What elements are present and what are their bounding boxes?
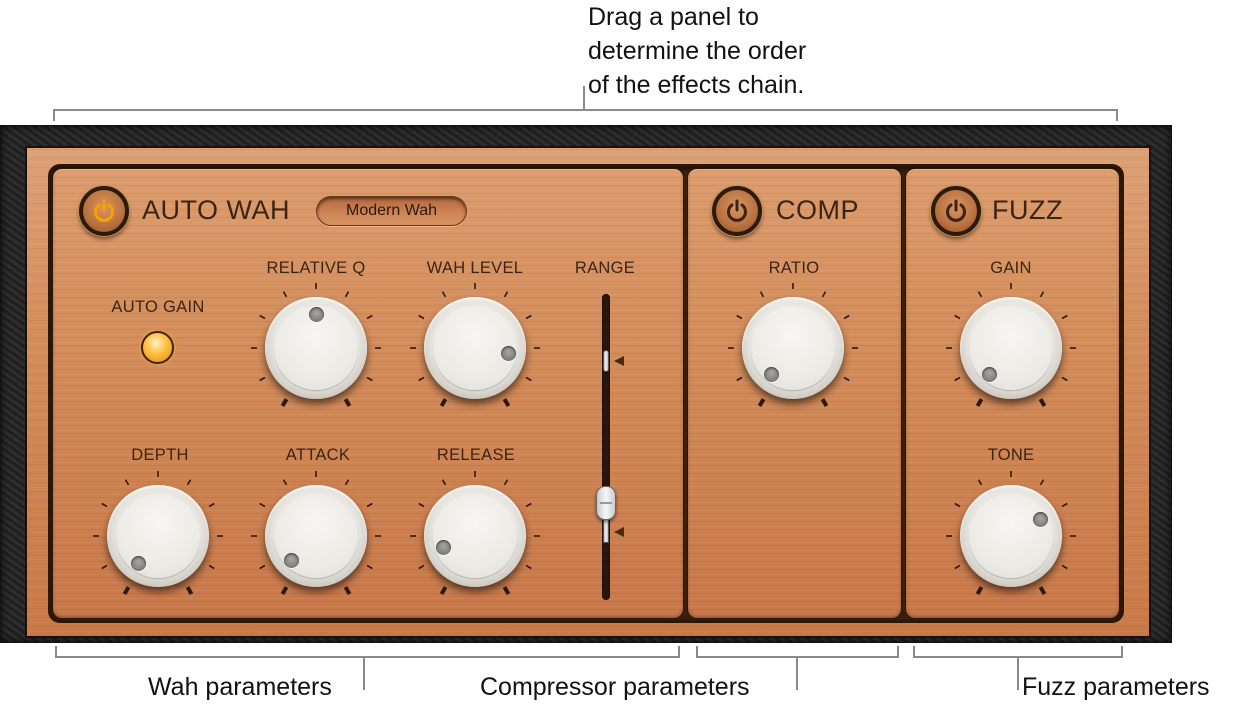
range-lower-stem [603, 517, 609, 543]
range-lower-marker-icon [614, 527, 624, 537]
callout-compressor: Compressor parameters [480, 673, 750, 701]
knob-indicator-icon [130, 556, 146, 572]
depth-knob[interactable] [88, 466, 228, 606]
knob-indicator-icon [500, 346, 516, 362]
power-icon [94, 199, 114, 222]
callout-top-stem [583, 86, 585, 110]
comp-power-button[interactable] [712, 186, 762, 236]
range-lower-handle[interactable] [596, 486, 616, 520]
power-icon [727, 199, 747, 222]
gain-label: GAIN [990, 259, 1032, 277]
attack-label: ATTACK [285, 446, 351, 464]
comp-bracket-stem [796, 656, 798, 690]
callout-line-1: Drag a panel to [588, 3, 759, 31]
knob-indicator-icon [284, 552, 300, 568]
ratio-label: RATIO [768, 259, 820, 277]
wah-mode-selector[interactable]: Modern Wah [316, 196, 467, 226]
auto-gain-label: AUTO GAIN [111, 298, 205, 316]
auto-gain-toggle[interactable] [141, 331, 174, 364]
knob-indicator-icon [1032, 511, 1048, 527]
release-knob[interactable] [405, 466, 545, 606]
fuzz-title: FUZZ [992, 195, 1063, 225]
knob-scale-ticks [251, 471, 381, 596]
gain-knob[interactable] [941, 278, 1081, 418]
auto-wah-power-button[interactable] [79, 186, 129, 236]
knob-indicator-icon [308, 306, 324, 322]
range-upper-marker-icon [614, 356, 624, 366]
knob-cap [265, 485, 367, 587]
callout-line-3: of the effects chain. [588, 71, 805, 99]
range-upper-handle[interactable] [603, 350, 609, 372]
tone-knob[interactable] [941, 466, 1081, 606]
callout-line-2: determine the order [588, 37, 807, 65]
knob-scale-ticks [946, 471, 1076, 596]
depth-label: DEPTH [131, 446, 189, 464]
wah-level-label: WAH LEVEL [426, 259, 524, 277]
callout-wah: Wah parameters [148, 673, 332, 701]
knob-cap [960, 297, 1062, 399]
range-label: RANGE [574, 259, 636, 277]
knob-scale-ticks [728, 283, 858, 408]
release-label: RELEASE [436, 446, 516, 464]
attack-knob[interactable] [246, 466, 386, 606]
auto-wah-title: AUTO WAH [142, 195, 291, 225]
knob-cap [424, 485, 526, 587]
comp-title: COMP [776, 195, 859, 225]
knob-scale-ticks [410, 471, 540, 596]
knob-indicator-icon [763, 366, 779, 382]
fuzz-bracket-stem [1017, 656, 1019, 690]
ratio-knob[interactable] [723, 278, 863, 418]
wah-level-knob[interactable] [405, 278, 545, 418]
power-icon [946, 199, 966, 222]
wah-bracket-stem [363, 656, 365, 690]
knob-scale-ticks [251, 283, 381, 408]
comp-panel[interactable] [687, 168, 902, 619]
knob-scale-ticks [93, 471, 223, 596]
knob-cap [742, 297, 844, 399]
knob-indicator-icon [981, 366, 997, 382]
callout-top-bracket [53, 109, 1118, 121]
callout-drag-panel: Drag a panel to determine the order of t… [588, 0, 806, 102]
knob-cap [107, 485, 209, 587]
wah-bracket [55, 646, 680, 658]
range-slider-track[interactable] [602, 294, 610, 600]
tone-label: TONE [987, 446, 1035, 464]
knob-scale-ticks [410, 283, 540, 408]
knob-cap [960, 485, 1062, 587]
knob-indicator-icon [435, 540, 451, 556]
callout-fuzz: Fuzz parameters [1022, 673, 1210, 701]
relative-q-label: RELATIVE Q [266, 259, 366, 277]
relative-q-knob[interactable] [246, 278, 386, 418]
knob-scale-ticks [946, 283, 1076, 408]
fuzz-power-button[interactable] [931, 186, 981, 236]
